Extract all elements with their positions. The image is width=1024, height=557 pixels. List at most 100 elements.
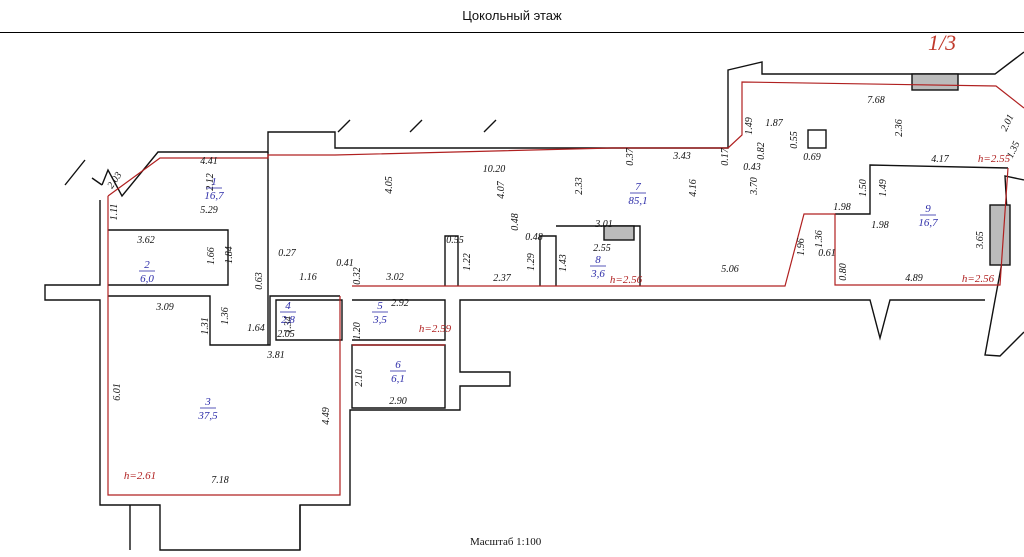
room-number: 7 (635, 181, 641, 193)
dimension-label: 0.48 (510, 213, 521, 231)
dimension-label: 2.01 (999, 113, 1016, 134)
dimension-label: 6.01 (112, 383, 123, 401)
dimension-label: 4.49 (321, 407, 332, 425)
room-number: 5 (377, 300, 383, 312)
dimension-label: 2.55 (593, 243, 611, 254)
dimension-labels: 4.41 2.03 2.12 1.11 5.29 3.62 1.66 1.84 0.63 0.27… (105, 95, 1022, 486)
dimension-label: 1.22 (462, 253, 473, 271)
dimension-label: 2.05 (277, 329, 295, 340)
dimension-label: 1.36 (814, 230, 825, 248)
dimension-label: 3.62 (136, 235, 155, 246)
dimension-label: 0.55 (789, 131, 800, 149)
dimension-label: 0.82 (756, 142, 767, 160)
dimension-label: 2.12 (205, 173, 216, 191)
room-area: 2,8 (281, 314, 295, 326)
dimension-label: 5.06 (721, 264, 739, 275)
room-number: 6 (395, 359, 401, 371)
dimension-label: 2.33 (574, 177, 585, 195)
room-area: 16,7 (918, 217, 938, 229)
dimension-label: 3.81 (266, 350, 285, 361)
dimension-label: 1.31 (200, 317, 211, 335)
dimension-label: 0.32 (352, 267, 363, 285)
dimension-label: 4.41 (200, 156, 218, 167)
dimension-label: 3.65 (975, 231, 986, 250)
dimension-label: 3.01 (594, 219, 613, 230)
ceiling-height-label: h=2.59 (419, 323, 452, 335)
room-area: 37,5 (197, 410, 218, 422)
room-number: 8 (595, 254, 601, 266)
scale-label: Масштаб 1:100 (470, 536, 542, 548)
dimension-label: 1.11 (109, 204, 120, 221)
dimension-label: 7.18 (211, 475, 229, 486)
dimension-label: 0.63 (254, 272, 265, 290)
height-labels: h=2.55 h=2.56 h=2.56 h=2.59 h=2.61 (124, 153, 1011, 482)
dimension-label: 1.50 (858, 179, 869, 197)
dimension-label: 3.70 (749, 177, 760, 196)
dimension-label: 0.55 (446, 235, 464, 246)
dimension-label: 1.49 (878, 179, 889, 197)
dimension-label: 2.37 (493, 273, 512, 284)
dimension-label: 0.17 (720, 147, 731, 166)
room-area: 6,0 (140, 273, 154, 285)
room-area: 16,7 (204, 190, 224, 202)
dimension-label: 3.09 (155, 302, 174, 313)
walls (44, 51, 1024, 551)
dimension-label: 2.92 (391, 298, 409, 309)
boundary-outline (107, 81, 1024, 496)
dimension-label: 1.87 (765, 118, 784, 129)
dimension-label: 4.05 (384, 176, 395, 194)
dimension-label: 1.20 (352, 322, 363, 340)
dimension-label: 5.29 (200, 205, 218, 216)
room-area: 3,6 (590, 268, 605, 280)
ceiling-height-label: h=2.61 (124, 470, 156, 482)
dimension-label: 1.64 (247, 323, 265, 334)
room-number: 9 (925, 203, 931, 215)
room-number: 1 (211, 176, 217, 188)
dimension-label: 2.10 (354, 369, 365, 387)
dimension-label: 0.80 (838, 263, 849, 281)
dimension-label: 1.98 (833, 202, 851, 213)
ceiling-height-label: h=2.56 (610, 274, 643, 286)
dimension-label: 1.98 (871, 220, 889, 231)
dimension-label: 4.17 (931, 154, 950, 165)
dimension-label: 0.61 (818, 248, 836, 259)
dimension-label: 1.66 (206, 247, 217, 265)
dimension-label: 0.48 (525, 232, 543, 243)
dimension-label: 3.43 (672, 151, 691, 162)
room-area: 3,5 (372, 314, 387, 326)
room-number: 4 (285, 300, 291, 312)
dimension-label: 2.90 (389, 396, 407, 407)
dimension-label: 4.07 (496, 180, 507, 199)
room-area: 6,1 (391, 373, 405, 385)
room-area: 85,1 (628, 195, 647, 207)
dimension-label: 2.36 (894, 119, 905, 137)
dimension-label: 0.27 (278, 248, 297, 259)
dimension-label: 1.96 (796, 238, 807, 256)
room-number: 2 (144, 259, 150, 271)
dimension-label: 1.29 (526, 253, 537, 271)
dimension-label: 1.16 (299, 272, 317, 283)
dimension-label: 2.03 (105, 170, 124, 191)
dimension-label: 7.68 (867, 95, 885, 106)
room-number: 3 (204, 396, 211, 408)
dimension-label: 1.84 (224, 246, 235, 264)
ceiling-height-label: h=2.56 (962, 273, 995, 285)
dimension-label: 4.16 (688, 179, 699, 197)
ceiling-height-label: h=2.55 (978, 153, 1011, 165)
dimension-label: 1.34 (283, 316, 294, 334)
dimension-label: 0.69 (803, 152, 821, 163)
dimension-label: 4.89 (905, 273, 923, 284)
dimension-label: 1.49 (744, 117, 755, 135)
page-title: Цокольный этаж (462, 8, 562, 23)
dimension-label: 1.36 (220, 307, 231, 325)
dimension-label: 1.43 (558, 254, 569, 272)
dimension-label: 10.20 (483, 164, 506, 175)
dimension-label: 0.41 (336, 258, 354, 269)
title-bar (0, 0, 1024, 33)
room-labels: 1 16,7 2 6,0 3 37,5 4 2,8 5 3,5 6 6,1 7 85,1 8 3,6 9 16,7 (139, 176, 938, 422)
dimension-label: 0.43 (743, 162, 761, 173)
dimension-label: 0.37 (625, 147, 636, 166)
dimension-label: 3.02 (385, 272, 404, 283)
sheet-number: 1/3 (928, 30, 957, 55)
